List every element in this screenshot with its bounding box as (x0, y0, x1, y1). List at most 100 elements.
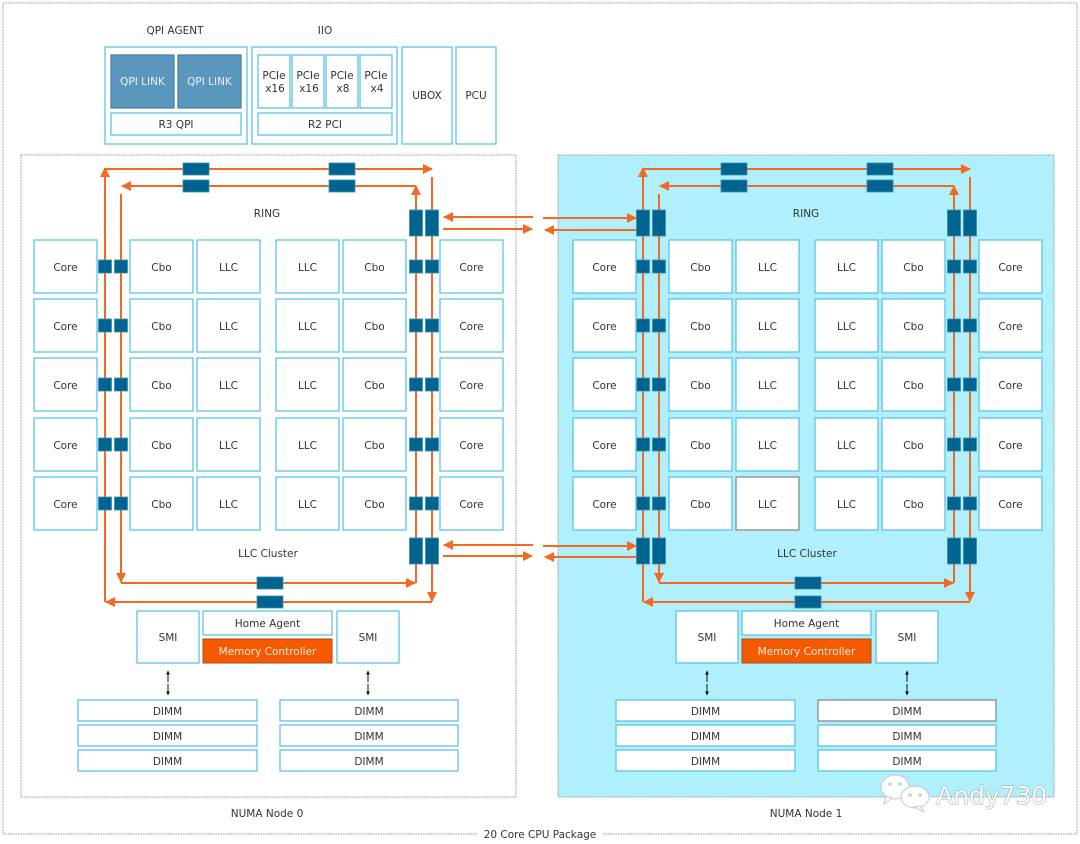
dimm-box (817, 724, 997, 747)
dimm-label: DIMM (892, 706, 921, 718)
core-box (978, 476, 1043, 531)
qpi-ring-stop (425, 537, 439, 565)
ring-stop (963, 437, 977, 452)
ring-stop (652, 377, 666, 392)
llc-box (275, 357, 340, 412)
ring-stop (182, 162, 210, 176)
cbo-label: Cbo (364, 440, 384, 452)
cbo-label: Cbo (151, 262, 171, 274)
r3-qpi-label: R3 QPI (158, 119, 193, 131)
ring-stop (636, 318, 650, 333)
ring-stop (409, 377, 423, 392)
llc-label: LLC (758, 380, 777, 392)
ring-interconnect (636, 162, 977, 609)
core-box (33, 417, 98, 472)
qpi-ring-stop (636, 209, 650, 237)
core-box (33, 298, 98, 353)
ring-label: RING (254, 208, 280, 220)
ring-stop (409, 318, 423, 333)
llc-box (196, 239, 261, 294)
ring-stop (652, 259, 666, 274)
llc-label: LLC (837, 321, 856, 333)
ring-stop (98, 496, 112, 511)
ring-stop (947, 377, 961, 392)
ring-stop (114, 377, 128, 392)
iio-label: IIO (318, 25, 332, 37)
cbo-label: Cbo (903, 499, 923, 511)
qpi-ring-stop (947, 209, 961, 237)
dimm-box (817, 699, 997, 722)
core-box (572, 239, 637, 294)
core-label: Core (592, 499, 616, 511)
ring-interconnect (98, 162, 439, 609)
qpi-agent: QPI AGENT QPI LINK QPI LINK R3 QPI (104, 25, 248, 145)
ring-stop (963, 496, 977, 511)
ring-stop (114, 259, 128, 274)
pcie-slot-2 (291, 54, 325, 109)
ring-label: RING (793, 208, 819, 220)
ring-stop (652, 318, 666, 333)
cbo-box (668, 417, 733, 472)
pcie-slot-4 (359, 54, 393, 109)
cbo-label: Cbo (903, 262, 923, 274)
llc-cluster-label: LLC Cluster (777, 548, 837, 560)
llc-label: LLC (298, 380, 317, 392)
cbo-box (342, 239, 407, 294)
cbo-label: Cbo (903, 380, 923, 392)
core-label: Core (53, 321, 77, 333)
dimm-box (77, 699, 258, 722)
core-label: Core (998, 321, 1022, 333)
package-label: 20 Core CPU Package (484, 829, 597, 841)
llc-label: LLC (298, 499, 317, 511)
cbo-box (881, 298, 946, 353)
llc-label: LLC (758, 262, 777, 274)
core-box (572, 417, 637, 472)
cbo-label: Cbo (364, 380, 384, 392)
llc-box (735, 357, 800, 412)
qpi-ring-stop (947, 537, 961, 565)
r3-qpi-box (110, 112, 242, 136)
ring-stop (328, 179, 356, 193)
llc-label: LLC (219, 262, 238, 274)
ring-stop (720, 179, 748, 193)
core-label: Core (53, 499, 77, 511)
numa-node-border (20, 154, 517, 798)
ubox-box (401, 46, 453, 145)
ring-stop (425, 259, 439, 274)
core-box (33, 357, 98, 412)
ring-stop (114, 496, 128, 511)
ring-stop (98, 377, 112, 392)
cbo-box (342, 476, 407, 531)
dimm-label: DIMM (892, 756, 921, 768)
cbo-box (881, 357, 946, 412)
ring-stop (866, 162, 894, 176)
numa-node-border (557, 154, 1055, 798)
core-label: Core (592, 262, 616, 274)
llc-label: LLC (298, 440, 317, 452)
dimm-box (279, 724, 459, 747)
pcie-slot-width: x4 (371, 83, 384, 95)
watermark-text: Andy730 (936, 781, 1047, 810)
dimm-label: DIMM (892, 731, 921, 743)
dimm-box (279, 699, 459, 722)
llc-label: LLC (298, 321, 317, 333)
qpi-ring-stop (636, 537, 650, 565)
dimm-label: DIMM (354, 731, 383, 743)
llc-box (196, 476, 261, 531)
core-label: Core (459, 380, 483, 392)
cbo-box (668, 298, 733, 353)
ring-stop (114, 437, 128, 452)
llc-box (275, 239, 340, 294)
ring-stop (652, 496, 666, 511)
core-label: Core (459, 499, 483, 511)
llc-label: LLC (758, 321, 777, 333)
home-agent-box (741, 610, 872, 636)
ring-stop (425, 377, 439, 392)
llc-box (814, 417, 879, 472)
ring-stop (963, 377, 977, 392)
ring-stop (963, 259, 977, 274)
ring-stop (409, 496, 423, 511)
